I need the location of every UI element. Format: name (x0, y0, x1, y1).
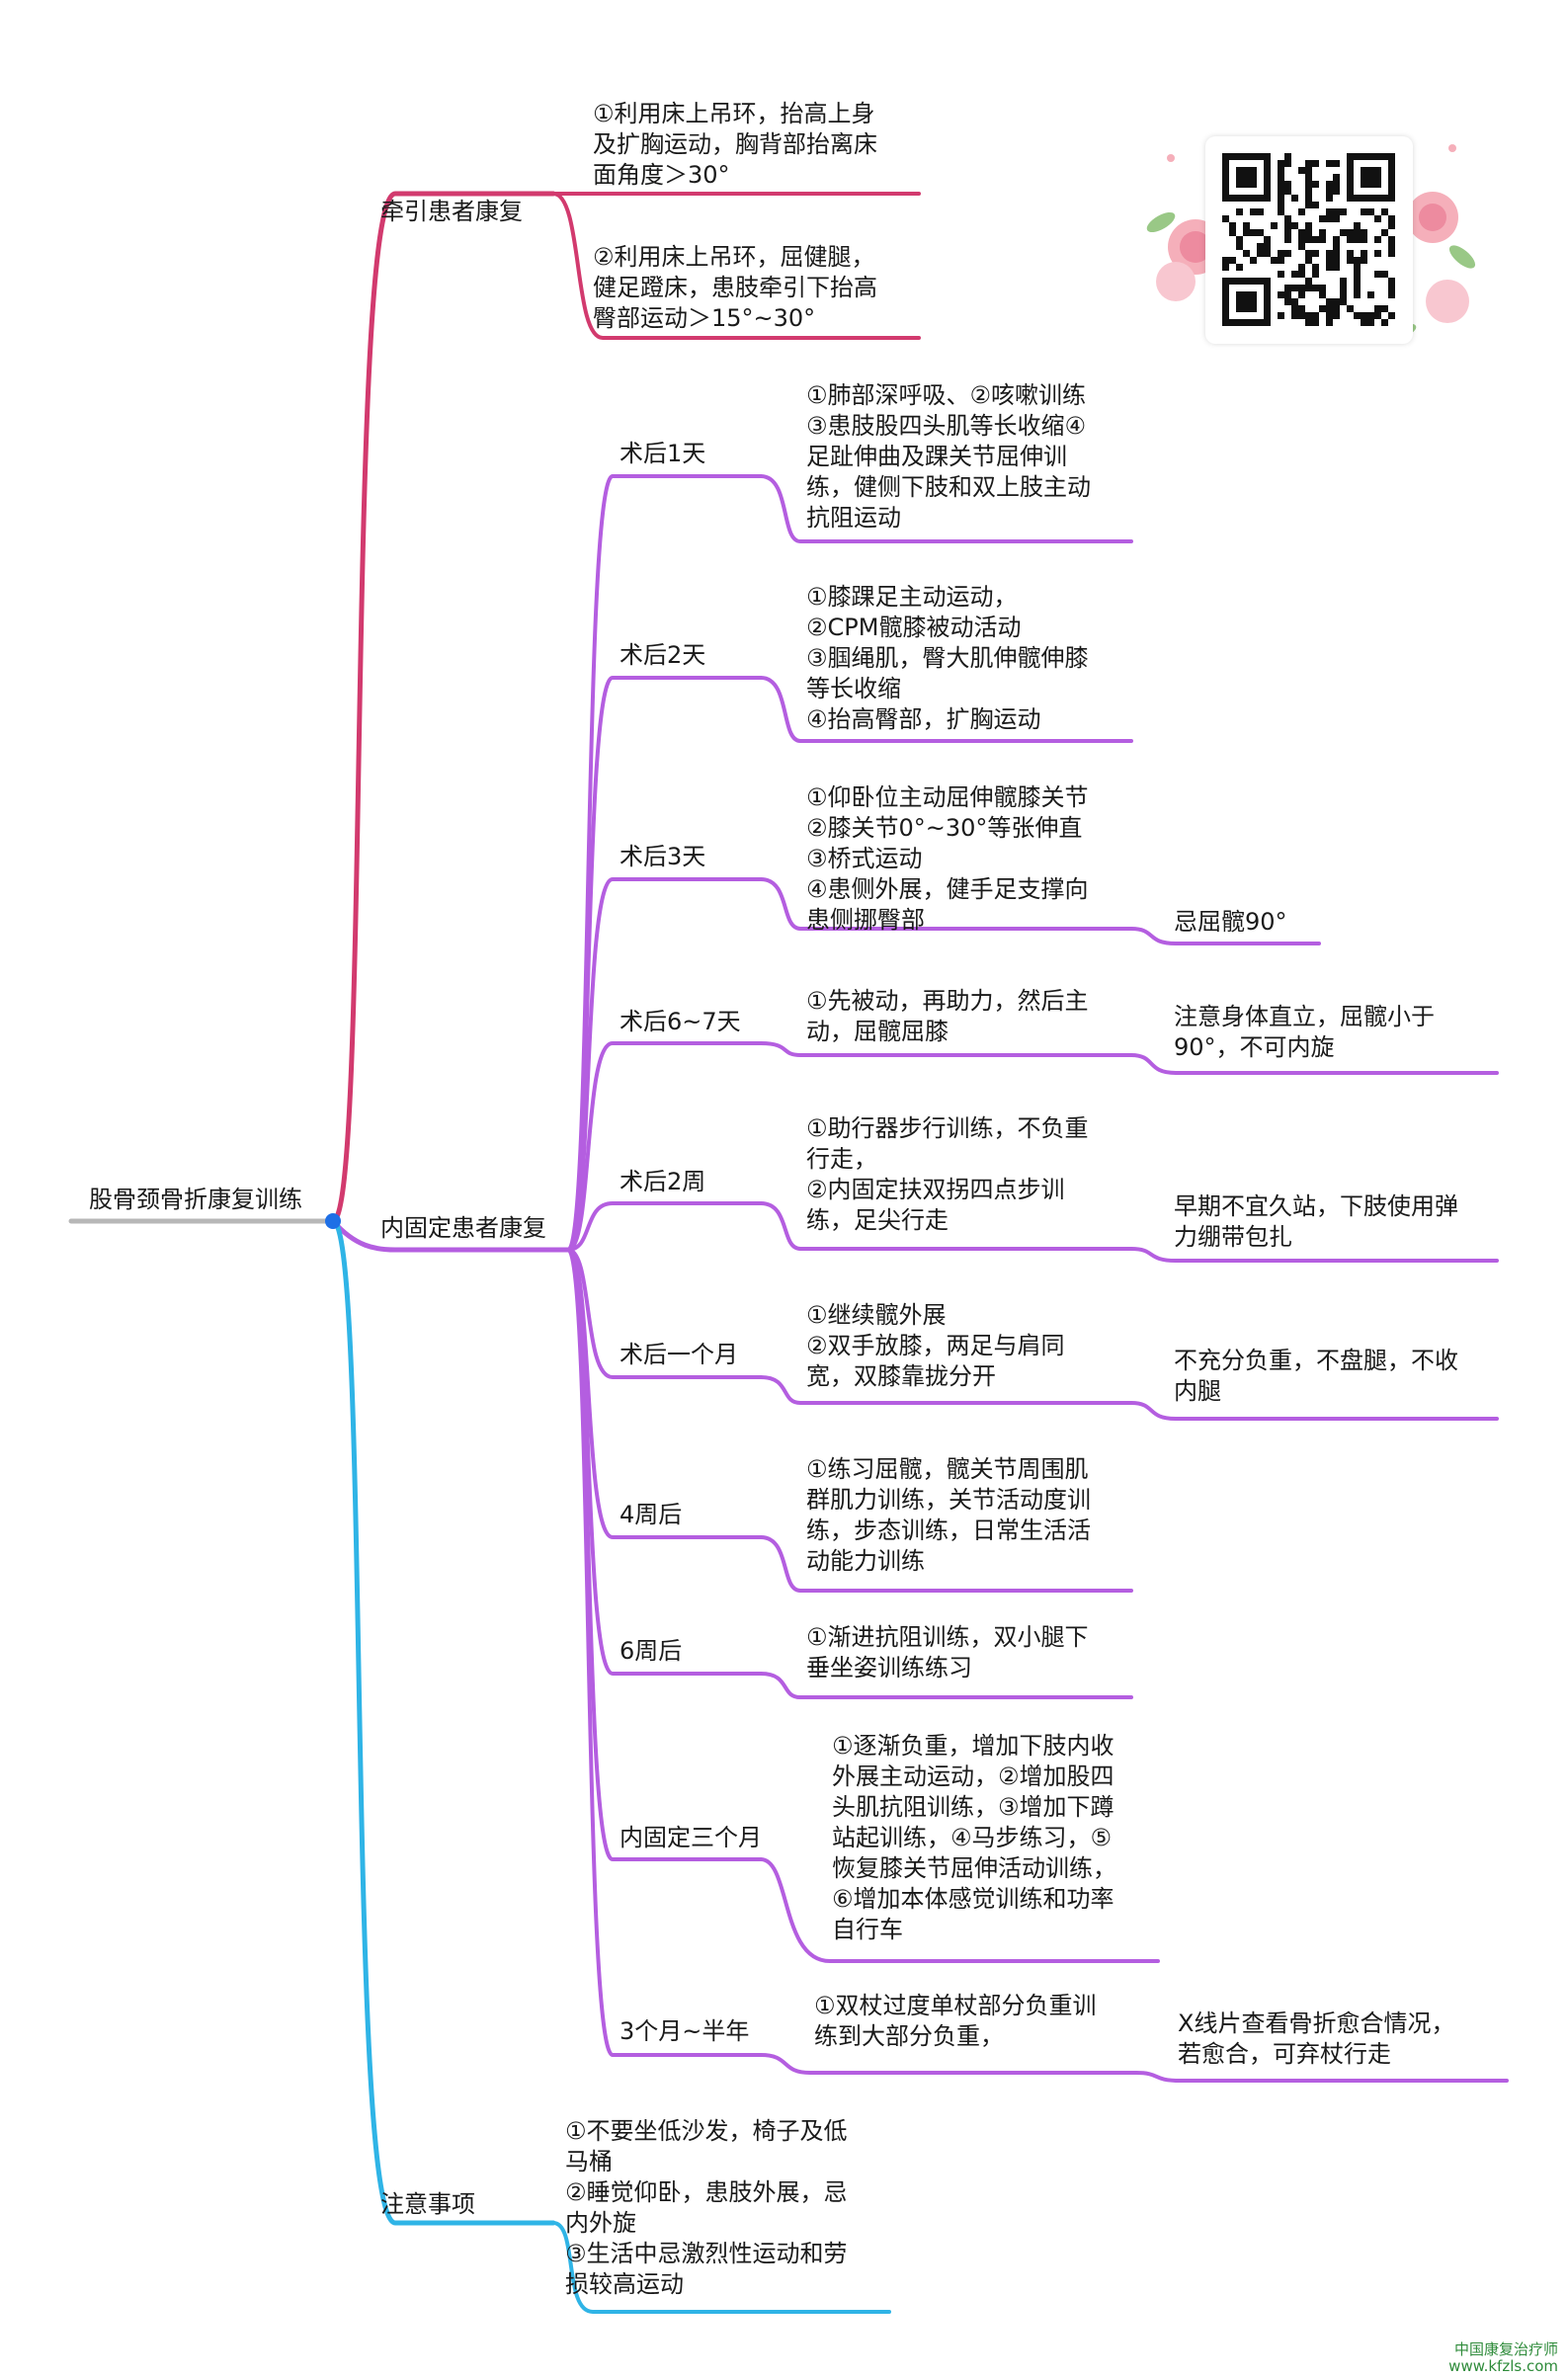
watermark-line-1: 中国康复治疗师 (1453, 2340, 1558, 2358)
stage-label: 术后2周 (619, 1168, 706, 1195)
stage-note-line (1129, 1401, 1499, 1421)
stage-branch-line (566, 1201, 763, 1252)
stage-note: 早期不宜久站，下肢使用弹 力绷带包扎 (1174, 1192, 1458, 1251)
stage-detail-line (759, 1201, 1133, 1251)
stage-branch-line (566, 1041, 763, 1252)
precautions-detail-line (551, 2221, 891, 2314)
stage-note-line (1129, 1053, 1499, 1075)
branch-traction-line (330, 191, 556, 1224)
stage-branch-line (566, 1248, 763, 1676)
branch-traction: 牵引患者康复 (380, 198, 523, 225)
stage-label: 4周后 (619, 1501, 683, 1528)
stage-detail: ①先被动，再助力，然后主 动，屈髋屈膝 (806, 987, 1089, 1045)
precautions-detail: ①不要坐低沙发，椅子及低 马桶 ②睡觉仰卧，患肢外展，忌 内外旋 ③生活中忌激烈… (565, 2117, 848, 2298)
qr-code (1205, 136, 1413, 344)
stage-label: 术后一个月 (619, 1341, 738, 1368)
stage-detail: ①逐渐负重，增加下肢内收 外展主动运动，②增加股四 头肌抗阻训练，③增加下蹲 站… (832, 1732, 1116, 1943)
stage-detail: ①仰卧位主动屈伸髋膝关节 ②膝关节0°~30°等张伸直 ③桥式运动 ④患侧外展，… (806, 783, 1089, 934)
branch-internal-fixation: 内固定患者康复 (380, 1214, 546, 1242)
stage-detail-line (759, 877, 1133, 931)
branch-precautions: 注意事项 (380, 2190, 475, 2218)
stage-note: 忌屈髋90° (1174, 908, 1287, 936)
stage-detail: ①肺部深呼吸、②咳嗽训练 ③患肢股四头肌等长收缩④ 足趾伸曲及踝关节屈伸训 练，… (806, 381, 1091, 532)
qr-code-icon (1222, 153, 1395, 326)
stage-detail-line (759, 1041, 1133, 1057)
stage-label: 3个月~半年 (619, 2017, 750, 2045)
stage-note-line (1129, 927, 1321, 945)
stage-label: 内固定三个月 (619, 1824, 762, 1851)
stage-note-line (1129, 1247, 1499, 1263)
traction-item-line (551, 192, 921, 340)
stage-branch-line (566, 676, 763, 1252)
stage-note: X线片查看骨折愈合情况， 若愈合，可弃杖行走 (1178, 2010, 1455, 2068)
stage-detail: ①渐进抗阻训练，双小腿下 垂坐姿训练练习 (806, 1623, 1089, 1682)
stage-branch-line (566, 1248, 763, 1539)
stage-detail-line (759, 2053, 1138, 2075)
stage-detail: ①助行器步行训练，不负重 行走， ②内固定扶双拐四点步训 练，足尖行走 (806, 1114, 1089, 1234)
stage-detail: ①继续髋外展 ②双手放膝，两足与肩同 宽，双膝靠拢分开 (806, 1301, 1065, 1390)
stage-branch-line (566, 1248, 763, 1379)
stage-label: 术后1天 (619, 440, 706, 467)
traction-item-1: ①利用床上吊环，抬高上身 及扩胸运动，胸背部抬离床 面角度＞30° (593, 100, 877, 189)
stage-detail-line (759, 1857, 1160, 1963)
stage-branch-line (566, 877, 763, 1252)
center-node-dot (325, 1213, 341, 1229)
branch-precautions-line (330, 1218, 556, 2226)
stage-detail-line (759, 1535, 1133, 1593)
stage-note: 注意身体直立，屈髋小于 90°，不可内旋 (1174, 1003, 1435, 1061)
stage-detail-line (759, 676, 1133, 743)
stage-label: 术后2天 (619, 641, 706, 669)
watermark: 中国康复治疗师 www.kfzls.com (1448, 2341, 1558, 2375)
stage-label: 术后3天 (619, 843, 706, 870)
stage-detail-line (759, 474, 1133, 543)
stage-label: 术后6~7天 (619, 1008, 741, 1035)
watermark-line-2: www.kfzls.com (1448, 2357, 1558, 2375)
stage-label: 6周后 (619, 1637, 683, 1665)
root-topic: 股骨颈骨折康复训练 (89, 1186, 302, 1213)
stage-detail-line (759, 1672, 1133, 1699)
stage-detail: ①练习屈髋，髋关节周围肌 群肌力训练，关节活动度训 练，步态训练，日常生活活 动… (806, 1455, 1091, 1575)
stage-branch-line (566, 1248, 763, 2057)
stage-detail-line (759, 1375, 1133, 1405)
stage-note-line (1134, 2071, 1509, 2083)
traction-item-2: ②利用床上吊环，屈健腿， 健足蹬床，患肢牵引下抬高 臀部运动＞15°~30° (593, 243, 877, 332)
stage-note: 不充分负重，不盘腿，不收 内腿 (1174, 1347, 1458, 1405)
stage-detail: ①双杖过度单杖部分负重训 练到大部分负重， (814, 1992, 1097, 2050)
stage-detail: ①膝踝足主动运动， ②CPM髋膝被动活动 ③腘绳肌，臀大肌伸髋伸膝 等长收缩 ④… (806, 583, 1089, 733)
